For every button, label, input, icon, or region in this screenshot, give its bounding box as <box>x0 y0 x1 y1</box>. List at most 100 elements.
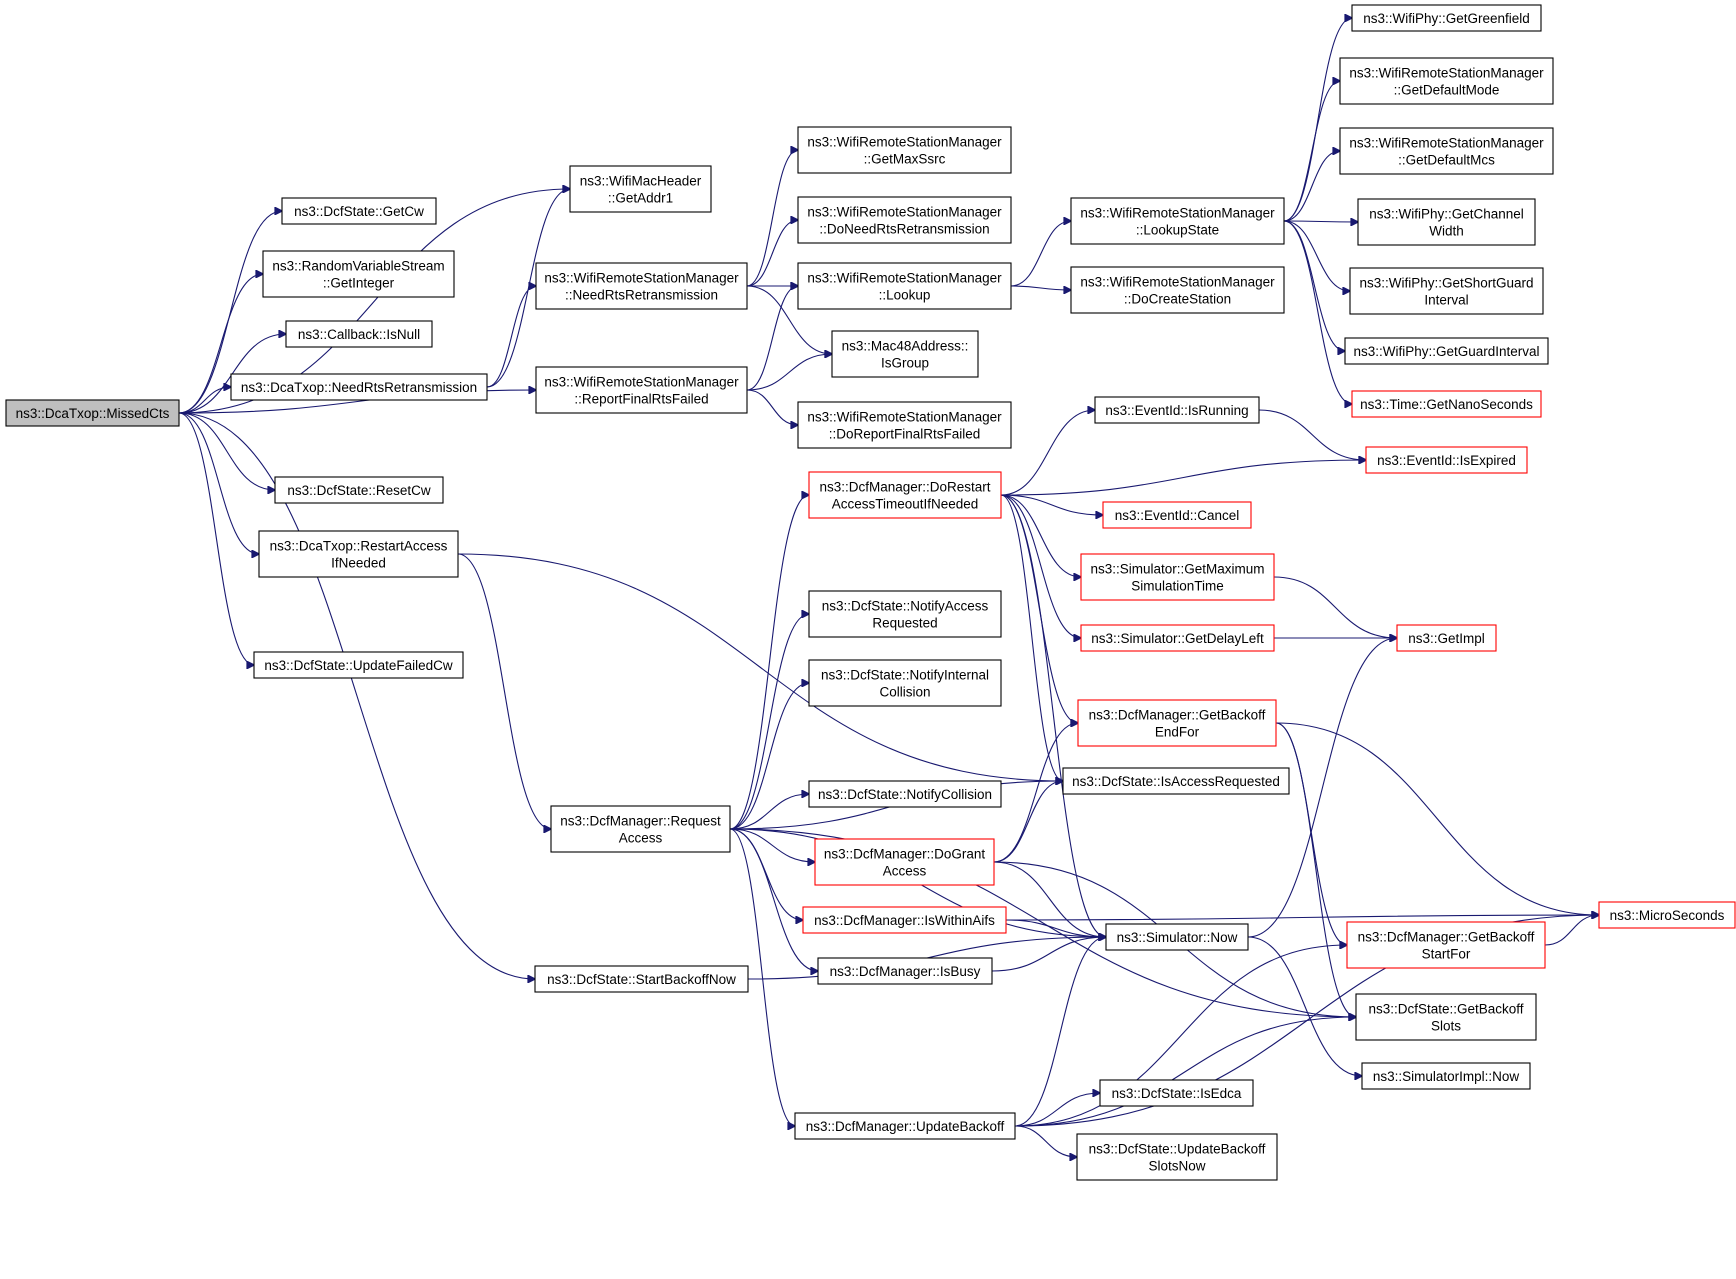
edge-dorestart-to-getdelayleft <box>1000 494 1081 638</box>
node-label: ns3::SimulatorImpl::Now <box>1373 1069 1520 1084</box>
node-label: ns3::DcfManager::IsWithinAifs <box>814 913 995 928</box>
node-isnull[interactable]: ns3::Callback::IsNull <box>285 320 433 348</box>
node-label: ns3::Time::GetNanoSeconds <box>1360 397 1533 412</box>
node-box <box>1396 624 1497 652</box>
node-label: ::Lookup <box>879 288 931 303</box>
edge-dorestart-to-cancel <box>1000 494 1103 515</box>
node-dorestart[interactable]: ns3::DcfManager::DoRestartAccessTimeoutI… <box>808 471 1002 519</box>
node-box <box>253 651 464 679</box>
node-label: ::DoReportFinalRtsFailed <box>829 427 981 442</box>
node-box <box>814 838 995 886</box>
node-label: ns3::Simulator::Now <box>1117 930 1238 945</box>
node-label: ns3::WifiRemoteStationManager <box>807 410 1002 425</box>
node-isexpired[interactable]: ns3::EventId::IsExpired <box>1365 446 1528 474</box>
node-getnanoseconds[interactable]: ns3::Time::GetNanoSeconds <box>1351 390 1542 418</box>
node-box <box>1339 127 1554 175</box>
node-label: ns3::WifiMacHeader <box>580 174 702 189</box>
node-wrsm-reportfinal[interactable]: ns3::WifiRemoteStationManager::ReportFin… <box>535 366 748 414</box>
node-isbusy[interactable]: ns3::DcfManager::IsBusy <box>817 957 993 985</box>
node-getaddr1[interactable]: ns3::WifiMacHeader::GetAddr1 <box>569 165 712 213</box>
node-doreportfinal[interactable]: ns3::WifiRemoteStationManager::DoReportF… <box>797 401 1012 449</box>
node-root[interactable]: ns3::DcaTxop::MissedCts <box>5 399 180 427</box>
node-box <box>831 330 979 378</box>
edge-lookupstate-to-getgreenfield <box>1283 18 1352 222</box>
node-getguardinterval[interactable]: ns3::WifiPhy::GetGuardInterval <box>1344 337 1549 365</box>
node-label: ns3::Mac48Address:: <box>842 339 969 354</box>
node-isgroup[interactable]: ns3::Mac48Address::IsGroup <box>831 330 979 378</box>
node-lookupstate[interactable]: ns3::WifiRemoteStationManager::LookupSta… <box>1070 197 1285 245</box>
edge-requestaccess-to-notifycollision <box>729 794 809 830</box>
node-notifycollision[interactable]: ns3::DcfState::NotifyCollision <box>808 780 1002 808</box>
edge-lookupstate-to-getchannelwidth <box>1283 221 1358 222</box>
node-iswithinaifs[interactable]: ns3::DcfManager::IsWithinAifs <box>802 906 1007 934</box>
node-docreatestation[interactable]: ns3::WifiRemoteStationManager::DoCreateS… <box>1070 266 1285 314</box>
node-getdefaultmcs[interactable]: ns3::WifiRemoteStationManager::GetDefaul… <box>1339 127 1554 175</box>
node-doneedrts[interactable]: ns3::WifiRemoteStationManager::DoNeedRts… <box>797 196 1012 244</box>
edge-root-to-resetcw <box>178 412 275 490</box>
node-getinteger[interactable]: ns3::RandomVariableStream::GetInteger <box>262 250 455 298</box>
node-microseconds[interactable]: ns3::MicroSeconds <box>1598 901 1736 929</box>
node-box <box>550 805 731 853</box>
node-resetcw[interactable]: ns3::DcfState::ResetCw <box>274 476 444 504</box>
node-isedca[interactable]: ns3::DcfState::IsEdca <box>1099 1079 1254 1107</box>
node-getgreenfield[interactable]: ns3::WifiPhy::GetGreenfield <box>1351 4 1542 32</box>
edge-wrsm-reportfinal-to-doreportfinal <box>746 389 798 425</box>
node-isaccessrequested[interactable]: ns3::DcfState::IsAccessRequested <box>1062 767 1290 795</box>
edge-dogrant-to-isaccessrequested <box>993 781 1063 863</box>
node-cancel[interactable]: ns3::EventId::Cancel <box>1102 501 1252 529</box>
node-label: ns3::MicroSeconds <box>1610 908 1725 923</box>
node-box <box>258 530 459 578</box>
edge-dogrant-to-getbackoffendfor <box>993 723 1078 863</box>
edge-requestaccess-to-notifyinternal <box>729 683 809 830</box>
node-needrtsretx[interactable]: ns3::DcaTxop::NeedRtsRetransmission <box>230 373 488 401</box>
node-startbackoffnow[interactable]: ns3::DcfState::StartBackoffNow <box>534 965 749 993</box>
node-updatebackoff[interactable]: ns3::DcfManager::UpdateBackoff <box>794 1112 1016 1140</box>
node-isrunning[interactable]: ns3::EventId::IsRunning <box>1094 396 1260 424</box>
node-label: ns3::WifiRemoteStationManager <box>807 205 1002 220</box>
edge-wrsm-reportfinal-to-isgroup <box>746 354 832 391</box>
node-box <box>281 197 437 225</box>
node-lookup[interactable]: ns3::WifiRemoteStationManager::Lookup <box>797 262 1012 310</box>
node-label: ns3::DcfState::UpdateFailedCw <box>264 658 453 673</box>
node-box <box>1105 923 1249 951</box>
node-getcw[interactable]: ns3::DcfState::GetCw <box>281 197 437 225</box>
node-getimpl[interactable]: ns3::GetImpl <box>1396 624 1497 652</box>
node-label: Access <box>883 864 927 879</box>
node-label: ns3::Simulator::GetMaximum <box>1090 562 1264 577</box>
edge-dorestart-to-getmaxsimtime <box>1000 494 1081 577</box>
node-label: ns3::WifiRemoteStationManager <box>807 271 1002 286</box>
node-label: ns3::EventId::IsRunning <box>1105 403 1248 418</box>
node-simnow[interactable]: ns3::Simulator::Now <box>1105 923 1249 951</box>
node-getdelayleft[interactable]: ns3::Simulator::GetDelayLeft <box>1080 624 1275 652</box>
node-simimplnow[interactable]: ns3::SimulatorImpl::Now <box>1361 1062 1531 1090</box>
edge-requestaccess-to-dogrant <box>729 828 815 862</box>
node-box <box>797 126 1012 174</box>
node-getdefaultmode[interactable]: ns3::WifiRemoteStationManager::GetDefaul… <box>1339 57 1554 105</box>
node-label: Access <box>619 831 663 846</box>
node-wrsm-needrts[interactable]: ns3::WifiRemoteStationManager::NeedRtsRe… <box>535 262 748 310</box>
node-box <box>808 659 1002 707</box>
node-box <box>569 165 712 213</box>
node-box <box>5 399 180 427</box>
node-label: ns3::DcfState::GetBackoff <box>1368 1002 1523 1017</box>
node-label: ns3::WifiRemoteStationManager <box>807 135 1002 150</box>
node-updatefailedcw[interactable]: ns3::DcfState::UpdateFailedCw <box>253 651 464 679</box>
node-box <box>1598 901 1736 929</box>
edge-simnow-to-getimpl <box>1247 638 1397 938</box>
node-label: Interval <box>1424 293 1468 308</box>
edge-wrsm-reportfinal-to-lookup <box>746 286 798 391</box>
node-getmaxssrc[interactable]: ns3::WifiRemoteStationManager::GetMaxSsr… <box>797 126 1012 174</box>
